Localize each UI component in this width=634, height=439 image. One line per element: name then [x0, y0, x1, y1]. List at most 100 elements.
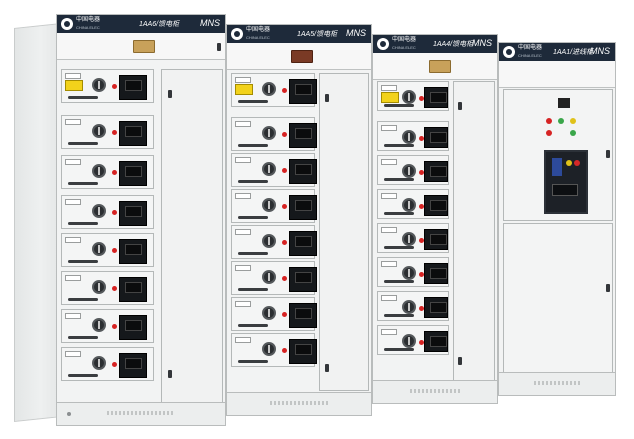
drawer-unit[interactable] [231, 261, 317, 295]
drawer-unit[interactable] [377, 223, 449, 253]
rotary-switch-icon[interactable] [402, 300, 416, 314]
breaker-display [552, 158, 562, 176]
drawer-unit[interactable] [377, 325, 449, 355]
drawer-handle[interactable] [384, 144, 414, 147]
rotary-switch-icon[interactable] [402, 130, 416, 144]
drawer-unit[interactable] [377, 81, 449, 111]
cable-compartment-door[interactable] [161, 69, 223, 405]
drawer-handle[interactable] [238, 216, 268, 219]
cabinet-topbar: 中国电器 CHINA ELEC 1AA6/馈电柜 MNS [57, 15, 225, 33]
door-lock-icon[interactable] [217, 43, 221, 51]
door-lock-icon[interactable] [168, 90, 172, 98]
drawer-unit[interactable] [377, 257, 449, 287]
door-lock-icon[interactable] [458, 102, 462, 110]
drawer-handle[interactable] [68, 182, 98, 185]
door-lock-icon[interactable] [325, 94, 329, 102]
drawer-handle[interactable] [384, 178, 414, 181]
lower-compartment-door[interactable] [503, 223, 613, 373]
rotary-switch-icon[interactable] [92, 356, 106, 370]
drawer-handle[interactable] [384, 348, 414, 351]
cabinet-header: 中国电器 CHINA ELEC 1AA1/进线柜 MNS [499, 43, 615, 88]
drawer-unit[interactable] [231, 153, 317, 187]
drawer-handle[interactable] [384, 212, 414, 215]
rotary-switch-icon[interactable] [402, 232, 416, 246]
drawer-handle[interactable] [238, 360, 268, 363]
door-lock-icon[interactable] [606, 284, 610, 292]
drawer-unit[interactable] [231, 117, 317, 151]
drawer-unit[interactable] [231, 189, 317, 223]
rotary-switch-icon[interactable] [262, 306, 276, 320]
rotary-switch-icon[interactable] [262, 162, 276, 176]
drawer-label-tag [235, 77, 251, 83]
rotary-switch-icon[interactable] [92, 124, 106, 138]
meter-display [289, 339, 317, 364]
cabinet-label: 1AA6/馈电柜 [139, 21, 180, 28]
rotary-switch-icon[interactable] [262, 82, 276, 96]
breaker-button-red[interactable] [574, 160, 580, 166]
drawer-unit[interactable] [231, 225, 317, 259]
rotary-switch-icon[interactable] [92, 204, 106, 218]
rotary-switch-icon[interactable] [92, 242, 106, 256]
rotary-switch-icon[interactable] [92, 280, 106, 294]
drawer-handle[interactable] [384, 104, 414, 107]
drawer-handle[interactable] [68, 260, 98, 263]
drawer-unit[interactable] [61, 347, 154, 381]
drawer-handle[interactable] [68, 142, 98, 145]
rotary-switch-icon[interactable] [402, 90, 416, 104]
drawer-handle[interactable] [68, 222, 98, 225]
drawer-handle[interactable] [238, 324, 268, 327]
drawer-unit[interactable] [231, 297, 317, 331]
drawer-handle[interactable] [384, 314, 414, 317]
rotary-switch-icon[interactable] [262, 270, 276, 284]
rotary-switch-icon[interactable] [262, 198, 276, 212]
rotary-switch-icon[interactable] [262, 234, 276, 248]
drawer-handle[interactable] [68, 374, 98, 377]
drawer-handle[interactable] [238, 180, 268, 183]
drawer-handle[interactable] [68, 298, 98, 301]
cable-compartment-door[interactable] [453, 81, 495, 381]
drawer-unit[interactable] [377, 121, 449, 151]
cable-compartment-door[interactable] [319, 73, 369, 391]
door-lock-icon[interactable] [325, 364, 329, 372]
rotary-switch-icon[interactable] [92, 164, 106, 178]
breaker-compartment-door[interactable] [503, 89, 613, 221]
drawer-unit[interactable] [61, 115, 154, 149]
rotary-switch-icon[interactable] [262, 126, 276, 140]
door-lock-icon[interactable] [458, 357, 462, 365]
drawer-handle[interactable] [384, 246, 414, 249]
drawer-unit[interactable] [377, 291, 449, 321]
cabinet-topbar: 中国电器 CHINA ELEC 1AA5/馈电柜 MNS [227, 25, 371, 43]
indicator-led [419, 136, 424, 141]
drawer-unit[interactable] [231, 333, 317, 367]
air-circuit-breaker[interactable] [544, 150, 588, 214]
breaker-button-yellow[interactable] [566, 160, 572, 166]
drawer-unit[interactable] [377, 189, 449, 219]
drawer-unit[interactable] [231, 73, 317, 107]
indicator-led-yellow [570, 118, 576, 124]
drawer-handle[interactable] [238, 288, 268, 291]
drawer-unit[interactable] [61, 69, 154, 103]
drawer-handle[interactable] [238, 252, 268, 255]
drawer-handle[interactable] [384, 280, 414, 283]
door-lock-icon[interactable] [168, 370, 172, 378]
drawer-unit[interactable] [61, 309, 154, 343]
drawer-handle[interactable] [238, 144, 268, 147]
drawer-unit[interactable] [377, 155, 449, 185]
rotary-switch-icon[interactable] [402, 266, 416, 280]
drawer-unit[interactable] [61, 271, 154, 305]
drawer-unit[interactable] [61, 195, 154, 229]
rotary-switch-icon[interactable] [402, 334, 416, 348]
rotary-switch-icon[interactable] [262, 342, 276, 356]
rotary-switch-icon[interactable] [402, 164, 416, 178]
nameplate [291, 50, 313, 63]
drawer-handle[interactable] [238, 100, 268, 103]
drawer-handle[interactable] [68, 96, 98, 99]
drawer-handle[interactable] [68, 336, 98, 339]
rotary-switch-icon[interactable] [92, 78, 106, 92]
door-lock-icon[interactable] [606, 150, 610, 158]
drawer-unit[interactable] [61, 155, 154, 189]
breaker-handle[interactable] [552, 184, 578, 196]
rotary-switch-icon[interactable] [92, 318, 106, 332]
rotary-switch-icon[interactable] [402, 198, 416, 212]
drawer-unit[interactable] [61, 233, 154, 267]
